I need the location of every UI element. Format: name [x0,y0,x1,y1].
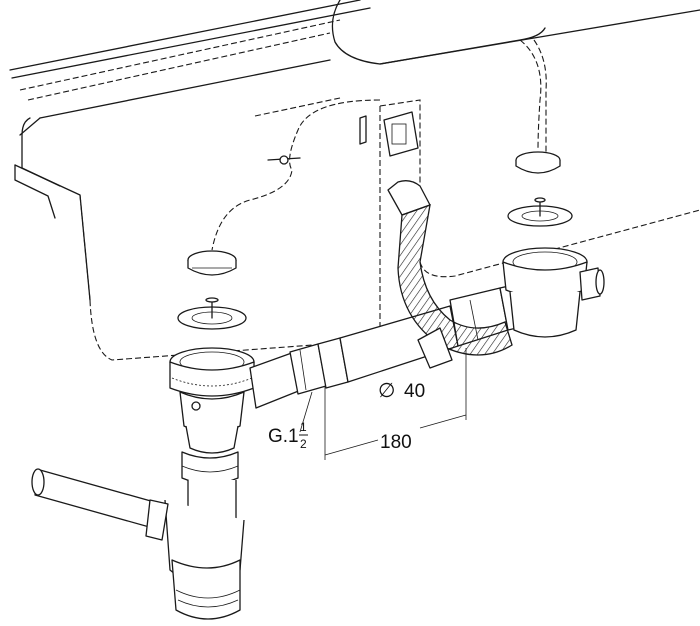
spacing-value: 180 [380,432,412,453]
right-strainer [507,197,573,227]
overflow-hose [387,180,513,369]
diameter-symbol: ∅ [378,380,395,402]
diameter-value: 40 [404,381,425,402]
spacing-label: 180 [380,432,412,453]
thread-size-text: G.1 [268,426,299,447]
bottle-trap [164,499,245,620]
sink-basin [9,0,700,361]
diameter-label: ∅ 40 [378,380,425,402]
thread-label: G.1 1 2 [268,420,308,451]
right-plug [515,151,561,174]
dimension-thread-leader [299,391,313,433]
thread-fraction-numerator: 1 [300,420,307,434]
right-basket-waste [502,247,605,338]
plug-chain-left [211,99,381,251]
left-strainer [177,297,247,330]
dimension-spacing [324,348,467,460]
left-plug [187,250,237,276]
left-basket-waste [169,347,255,454]
trap-outlet-pipe [31,468,169,541]
thread-fraction-denominator: 2 [300,437,307,451]
overflow-outlet [359,111,419,157]
plug-chain-right [519,39,542,151]
